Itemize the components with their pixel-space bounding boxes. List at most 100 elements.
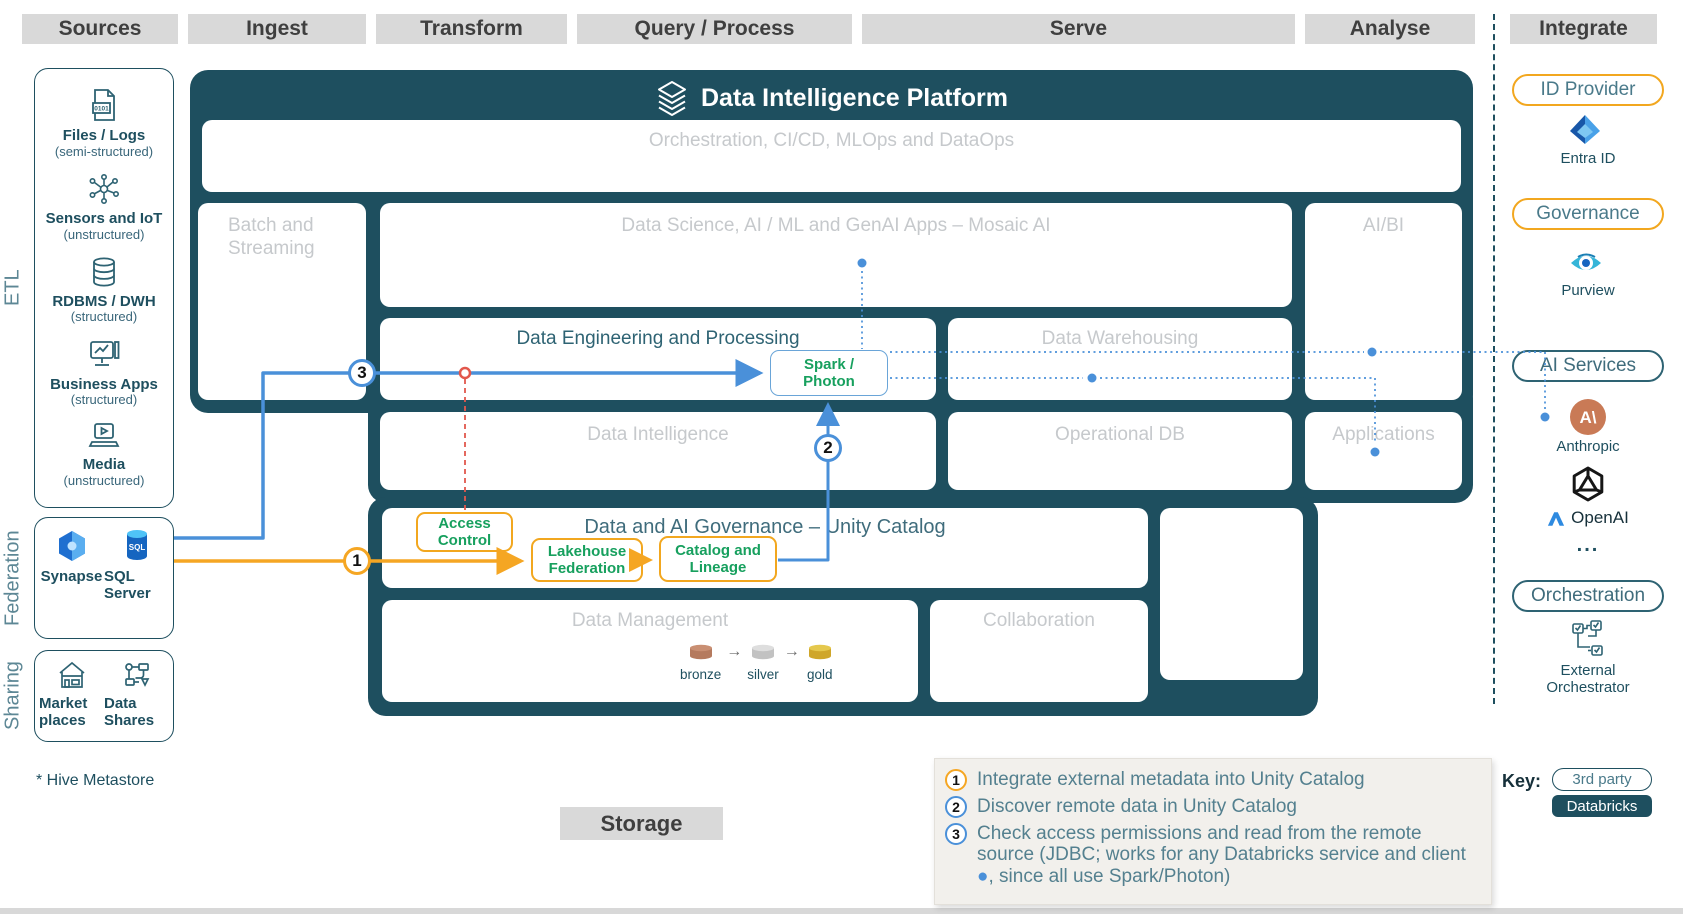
svg-text:SQL: SQL <box>128 543 145 552</box>
id-provider-label: ID Provider <box>1540 79 1636 100</box>
federation-label: SQL Server <box>104 568 151 602</box>
more-services-ellipsis: ... <box>1576 534 1600 556</box>
medallion-bronze: bronze <box>680 643 721 682</box>
sharing-item-data-shares: Data Shares <box>104 659 169 733</box>
key-label: Key: <box>1502 771 1542 791</box>
bottom-strip <box>0 908 1683 914</box>
note-1: 1 Integrate external metadata into Unity… <box>945 769 1481 791</box>
platform-title-row: Data Intelligence Platform <box>190 80 1473 116</box>
entra-id-label: Entra ID <box>1560 150 1616 167</box>
iot-network-icon <box>87 174 121 210</box>
governance-label: Governance <box>1536 203 1640 224</box>
spark-photon-label: Spark / Photon <box>803 355 855 390</box>
note-3-text-after: , since all use Spark/Photon) <box>988 865 1231 887</box>
note-3-text-before: Check access permissions and read from t… <box>977 823 1466 866</box>
file-code-icon: 0101 <box>87 89 121 127</box>
arrow-right-icon: → <box>726 643 743 660</box>
rail-label-federation: Federation <box>1 530 24 626</box>
svg-text:A\: A\ <box>1580 408 1597 427</box>
data-warehousing-box: Data Warehousing <box>948 318 1292 400</box>
sharing-panel: Market places Data Shares <box>34 650 174 742</box>
source-item-sensors-iot: Sensors and IoT (unstructured) <box>45 172 163 242</box>
catalog-lineage-box: Catalog and Lineage <box>659 536 777 582</box>
note-1-badge: 1 <box>945 769 967 791</box>
data-management-label: Data Management <box>571 610 729 631</box>
key-databricks-pill: Databricks <box>1552 795 1652 817</box>
spark-photon-box: Spark / Photon <box>770 350 888 396</box>
ai-services-label: AI Services <box>1539 355 1637 376</box>
applications-box: Applications <box>1305 412 1462 490</box>
bronze-table-icon <box>686 643 716 666</box>
databricks-client-dot-icon: ● <box>977 865 989 887</box>
purview-icon <box>1568 248 1604 283</box>
orchestration-bar: Orchestration, CI/CD, MLOps and DataOps <box>202 120 1461 192</box>
flow-badge-1: 1 <box>343 547 371 575</box>
storage-box: Storage <box>560 807 723 840</box>
id-provider-pill: ID Provider <box>1512 74 1664 106</box>
data-science-label: Data Science, AI / ML and GenAI Apps – M… <box>621 215 1051 236</box>
source-label: Sensors and IoT <box>45 210 163 228</box>
tab-serve: Serve <box>862 14 1295 44</box>
rail-label-sharing: Sharing <box>1 661 24 731</box>
source-label: Media <box>82 456 126 474</box>
sharing-label: Market places <box>39 695 88 729</box>
entra-id-icon <box>1567 112 1603 153</box>
source-sub: (structured) <box>70 392 138 407</box>
tab-ingest: Ingest <box>188 14 366 44</box>
sources-panel: 0101 Files / Logs (semi-structured) Sens… <box>34 68 174 508</box>
federation-label: Synapse <box>40 568 103 585</box>
data-management-box: Data Management <box>382 600 918 702</box>
applications-label: Applications <box>1332 424 1435 445</box>
data-intelligence-label: Data Intelligence <box>587 424 729 445</box>
access-control-box: Access Control <box>416 512 513 552</box>
medallion-gold: gold <box>805 643 835 682</box>
notes-legend: 1 Integrate external metadata into Unity… <box>934 758 1492 905</box>
key-databricks-label: Databricks <box>1566 797 1638 815</box>
media-player-icon <box>86 423 122 456</box>
source-item-rdbms-dwh: RDBMS / DWH (structured) <box>52 255 156 325</box>
rail-label-etl: ETL <box>1 269 24 307</box>
databricks-stack-icon <box>655 80 689 116</box>
sql-server-icon: SQL <box>121 528 153 569</box>
sharing-label: Data Shares <box>104 695 155 729</box>
note-2: 2 Discover remote data in Unity Catalog <box>945 796 1481 818</box>
flow-badge-3: 3 <box>348 359 376 387</box>
database-icon <box>87 257 121 293</box>
note-2-badge: 2 <box>945 796 967 818</box>
integrate-separator-line <box>1493 14 1495 704</box>
note-2-text: Discover remote data in Unity Catalog <box>977 796 1297 817</box>
note-3: 3 Check access permissions and read from… <box>945 823 1481 887</box>
lakehouse-federation-box: Lakehouse Federation <box>531 538 643 582</box>
openai-row: OpenAI <box>1510 508 1666 528</box>
ai-bi-label: AI/BI <box>1362 215 1405 236</box>
source-item-business-apps: Business Apps (structured) <box>50 338 158 408</box>
hive-metastore-footnote: * Hive Metastore <box>36 772 155 789</box>
source-label: Files / Logs <box>62 127 146 145</box>
openai-icon <box>1568 464 1608 509</box>
data-intelligence-box: Data Intelligence <box>380 412 936 490</box>
source-sub: (semi-structured) <box>54 143 154 159</box>
operational-db-box: Operational DB <box>948 412 1292 490</box>
governance-pill: Governance <box>1512 198 1664 230</box>
unlabeled-box <box>1160 508 1303 680</box>
note-3-text: Check access permissions and read from t… <box>977 823 1481 887</box>
batch-streaming-box: Batch and Streaming <box>198 203 366 400</box>
external-orchestrator-icon <box>1570 620 1606 663</box>
azure-icon <box>1547 510 1565 527</box>
anthropic-label: Anthropic <box>1556 438 1620 455</box>
data-science-box: Data Science, AI / ML and GenAI Apps – M… <box>380 203 1292 307</box>
anthropic-icon: A\ <box>1569 398 1607 441</box>
source-sub: (unstructured) <box>63 226 145 242</box>
federation-item-synapse: Synapse <box>39 528 104 628</box>
source-item-files-logs: 0101 Files / Logs (semi-structured) <box>55 87 153 159</box>
batch-streaming-label: Batch and Streaming <box>228 215 315 259</box>
key-3rd-party-pill: 3rd party <box>1552 768 1652 791</box>
openai-label: OpenAI <box>1571 508 1629 527</box>
federation-item-sql-server: SQL SQL Server <box>104 528 169 628</box>
gold-label: gold <box>807 667 833 682</box>
ai-services-pill: AI Services <box>1512 350 1664 382</box>
orchestration-label: Orchestration, CI/CD, MLOps and DataOps <box>648 130 1015 151</box>
platform-title: Data Intelligence Platform <box>700 83 1009 112</box>
tab-transform: Transform <box>376 14 567 44</box>
